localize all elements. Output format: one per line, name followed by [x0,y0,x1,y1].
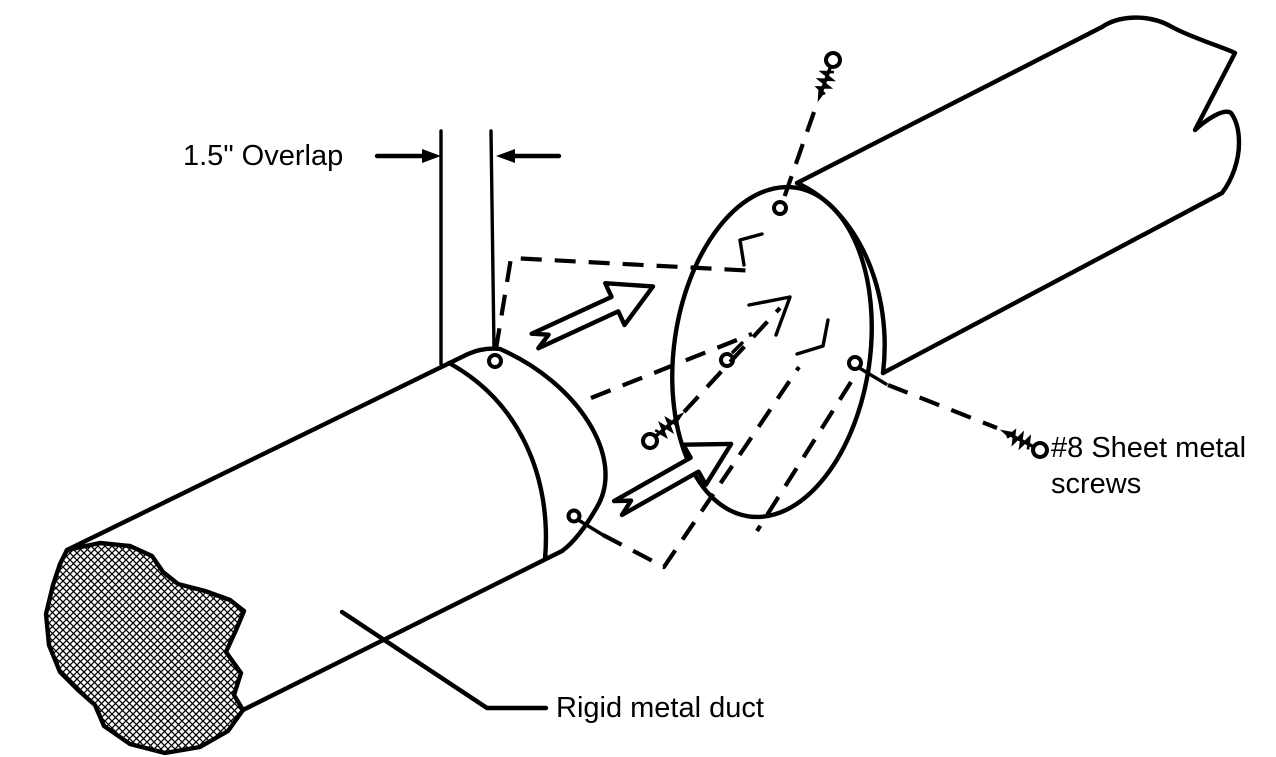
projection-dashed-lines [493,255,853,570]
sheet-metal-screw-top-icon [809,49,844,107]
right-duct-body-outline [794,15,1242,376]
screw-leader-arrowhead [747,295,792,337]
screw-hole-top-right-duct [772,200,788,216]
projection-dash-inner [755,380,853,533]
hole-leader-tick [731,341,744,354]
screw-hole-top-left-duct [487,353,503,369]
duct-seam-step-bottom [795,318,830,356]
projection-dash-bottom [602,365,801,570]
screw-leader-right [887,383,998,430]
left-duct-top-edge [64,346,503,553]
screw-leaders [682,111,998,430]
overlap-dimension [374,129,562,366]
projection-dash-middle [590,332,753,400]
hole-leader-tick [859,367,888,386]
sheet-metal-screws-label-line2: screws [1051,468,1142,500]
screw-hole-bottom-right-duct [847,355,863,371]
right-duct [670,15,1242,520]
left-duct [43,346,608,756]
insertion-arrow-upper [529,281,656,351]
duct-seam-step-top [738,232,764,267]
screw-hole-bottom-left-duct [566,508,582,524]
left-duct-bottom-edge [240,548,565,713]
dimension-arrowhead-left [422,149,441,163]
dimension-arrowhead-right [496,149,515,163]
screw-leader-middle [682,306,782,414]
projection-dash-top [493,255,757,350]
sheet-metal-screw-right-icon [994,421,1052,462]
screw-leader-top [782,111,816,199]
sheet-metal-screws-label: #8 Sheet metal screws [1051,430,1246,502]
left-duct-end-rim-arc [497,346,608,554]
witness-line-right [489,129,496,351]
sheet-metal-screws-label-line1: #8 Sheet metal [1051,432,1247,464]
rigid-metal-duct-label: Rigid metal duct [556,692,764,724]
left-duct-seam-arc [446,360,549,562]
hole-leader-tick [578,519,605,537]
rigid-duct-label-leader [339,609,549,711]
insertion-arrow-lower [611,441,734,518]
overlap-dimension-label: 1.5" Overlap [183,140,344,172]
left-duct-broken-end [43,540,247,756]
right-duct-opening-rim [670,184,874,520]
